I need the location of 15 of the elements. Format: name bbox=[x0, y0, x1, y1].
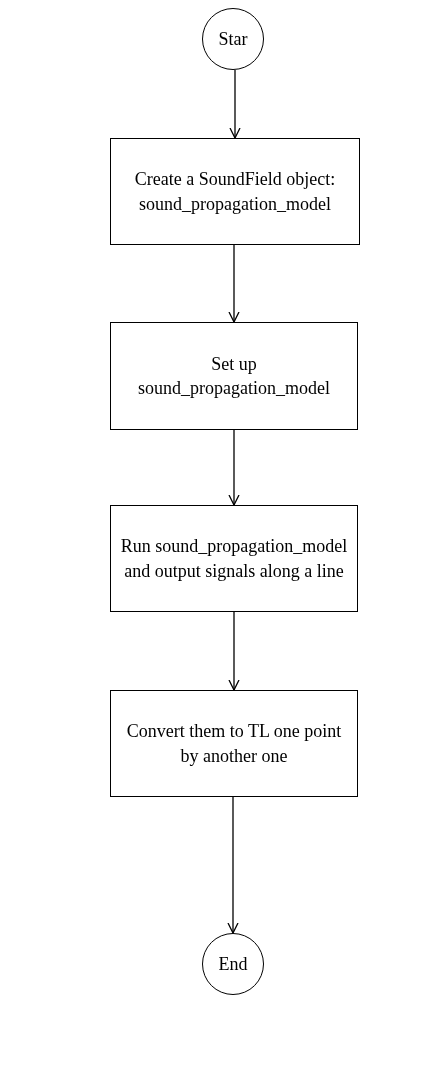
arrow bbox=[227, 796, 239, 934]
node-text: Star bbox=[218, 27, 248, 51]
arrow bbox=[229, 69, 241, 139]
process-box bbox=[110, 505, 358, 612]
node-text: Set up sound_propagation_model bbox=[137, 352, 331, 400]
arrow bbox=[228, 429, 240, 506]
process-box bbox=[110, 138, 360, 245]
arrow bbox=[228, 244, 240, 323]
node-text: Run sound_propagation_model and output signals along a line bbox=[119, 535, 349, 583]
node-text: Convert them to TL one point by another one bbox=[125, 720, 343, 768]
process-box bbox=[110, 690, 358, 797]
process-box bbox=[110, 322, 358, 430]
node-text: Create a SoundField object: sound_propagation_model bbox=[133, 168, 337, 216]
arrow bbox=[228, 611, 240, 691]
node-text: End bbox=[218, 952, 248, 976]
